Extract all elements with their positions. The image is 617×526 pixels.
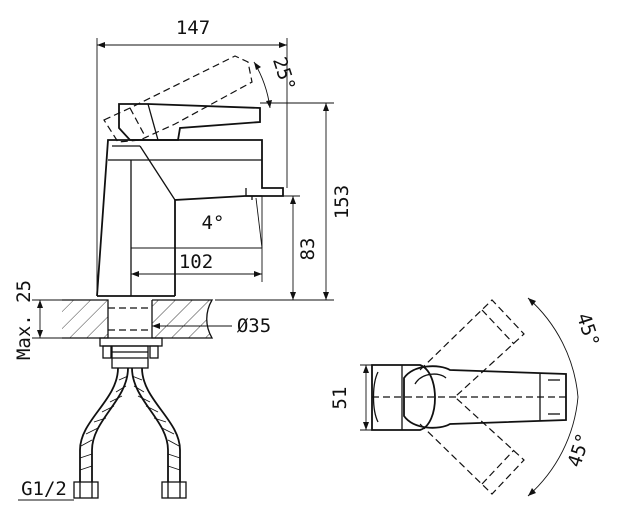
side-view: 147 153 83 102 bbox=[13, 17, 353, 501]
dim-height-153: 153 bbox=[215, 102, 353, 301]
top-handle-rotated-up-dashed bbox=[419, 299, 525, 397]
dim-angle-4: 4° bbox=[131, 197, 263, 249]
thread-callout: G1/2 bbox=[18, 478, 74, 501]
dim-diameter-35: Ø35 bbox=[152, 315, 271, 337]
top-handle-rotated-down-dashed bbox=[419, 397, 525, 495]
dim-label-51: 51 bbox=[329, 387, 351, 410]
dim-angle-25: 25° bbox=[253, 54, 300, 109]
flexible-hoses bbox=[73, 367, 187, 499]
dim-max-25: Max. 25 bbox=[13, 280, 62, 360]
faucet-body bbox=[96, 139, 284, 297]
dim-label-diameter-35: Ø35 bbox=[237, 315, 271, 337]
dim-label-45-bottom: 45° bbox=[564, 430, 596, 469]
thread-label: G1/2 bbox=[21, 478, 67, 500]
faucet-handle bbox=[118, 103, 261, 141]
top-handle bbox=[403, 365, 567, 429]
dim-label-147: 147 bbox=[176, 17, 210, 39]
dim-label-153: 153 bbox=[331, 185, 353, 219]
faucet-handle-raised-dashed bbox=[103, 55, 253, 143]
dim-reach-102: 102 bbox=[130, 196, 263, 282]
dim-label-45-top: 45° bbox=[572, 310, 604, 349]
countertop-section bbox=[62, 299, 214, 339]
mounting-hardware bbox=[99, 337, 163, 369]
dim-label-102: 102 bbox=[179, 251, 213, 273]
dim-label-83: 83 bbox=[297, 238, 319, 261]
dim-width-147: 147 bbox=[96, 17, 288, 296]
dim-height-83: 83 bbox=[262, 195, 319, 300]
dim-label-4-deg: 4° bbox=[202, 212, 225, 234]
dim-label-25-deg: 25° bbox=[268, 54, 300, 93]
top-view: 51 bbox=[329, 297, 604, 497]
dim-label-max-25: Max. 25 bbox=[13, 280, 35, 360]
